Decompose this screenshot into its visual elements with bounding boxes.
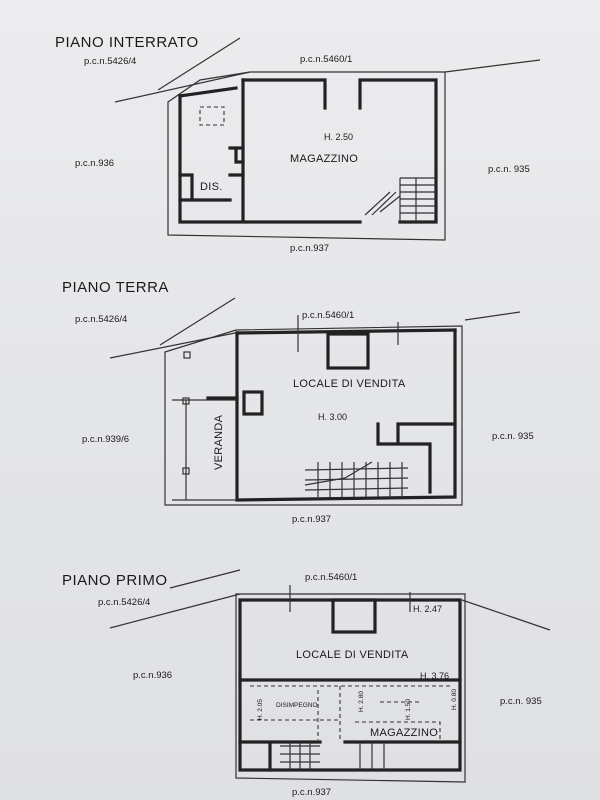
height-corridor: H. 2.05 [257,699,264,720]
parcel-top-right: p.c.n.5460/1 [300,54,352,65]
parcel-right: p.c.n. 935 [500,696,542,707]
stairs [304,461,409,497]
room-height-top: H. 2.47 [413,604,442,614]
wall [242,390,264,416]
room-label-hall: DIS. [200,181,223,193]
room-height-mid: H. 3.76 [420,671,449,681]
boundary-line [114,71,251,103]
pillar [182,467,190,475]
room-label-storage: MAGAZZINO [290,153,358,165]
dashed-partitions [250,685,452,740]
parcel-top-right: p.c.n.5460/1 [302,310,354,321]
wall [235,328,457,335]
wall [178,86,238,98]
parcel-bottom: p.c.n.937 [292,787,331,798]
pillar [183,351,191,359]
parcel-left: p.c.n.936 [133,670,172,681]
title-leader-line [157,37,241,91]
wall [376,422,457,494]
parcel-left: p.c.n.939/6 [82,434,129,445]
boundary-line [444,59,541,73]
fixture-outline [199,106,225,126]
height-c: H. 0.80 [451,689,458,710]
wall [331,598,377,634]
parcel-left: p.c.n.936 [75,158,114,169]
wall [326,332,370,370]
room-label-storage: MAGAZZINO [370,727,438,739]
floor-title: PIANO INTERRATO [55,34,199,51]
floor-basement: PIANO INTERRATO p.c.n.5426/4 p.c.n.5460/… [55,34,541,254]
parcel-top-right: p.c.n.5460/1 [305,572,357,583]
wall [178,146,245,202]
floor-ground: PIANO TERRA p.c.n.5426/4 p.c.n.5460/1 p.… [62,279,534,525]
wall [178,94,242,224]
room-label-veranda: VERANDA [213,414,225,470]
wall [241,78,327,110]
pillar [182,397,190,405]
stairs [280,742,385,770]
boundary-line [461,599,551,631]
room-label-corridor: DISIMPEGNO [276,702,318,709]
lot-outline [167,71,446,241]
stairs [364,177,436,222]
boundary-line [109,331,241,359]
floor-title: PIANO PRIMO [62,572,168,589]
room-label-shop: LOCALE DI VENDITA [296,649,409,661]
parcel-right: p.c.n. 935 [492,431,534,442]
height-a: H. 2.80 [358,691,365,712]
height-b: H. 1.50 [405,699,412,720]
lot-outline [164,325,463,506]
lot-outline [235,593,466,783]
boundary-line [464,311,521,321]
wall [241,78,362,224]
floor-title: PIANO TERRA [62,279,169,296]
title-leader-line [169,569,241,589]
room-label-shop: LOCALE DI VENDITA [293,378,406,390]
boundary-line [109,593,241,629]
floor-first: PIANO PRIMO p.c.n.5426/4 p.c.n.5460/1 p.… [62,569,551,798]
parcel-top-left: p.c.n.5426/4 [84,56,136,67]
wall [358,78,438,224]
title-leader-line [159,297,236,346]
room-height: H. 2.50 [324,132,353,142]
wall [238,598,462,772]
parcel-top-left: p.c.n.5426/4 [75,314,127,325]
room-height: H. 3.00 [318,412,347,422]
wall [238,740,462,772]
parcel-right: p.c.n. 935 [488,164,530,175]
parcel-bottom: p.c.n.937 [292,514,331,525]
veranda-outline [172,399,237,501]
wall [235,328,457,502]
parcel-top-left: p.c.n.5426/4 [98,597,150,608]
parcel-bottom: p.c.n.937 [290,243,329,254]
